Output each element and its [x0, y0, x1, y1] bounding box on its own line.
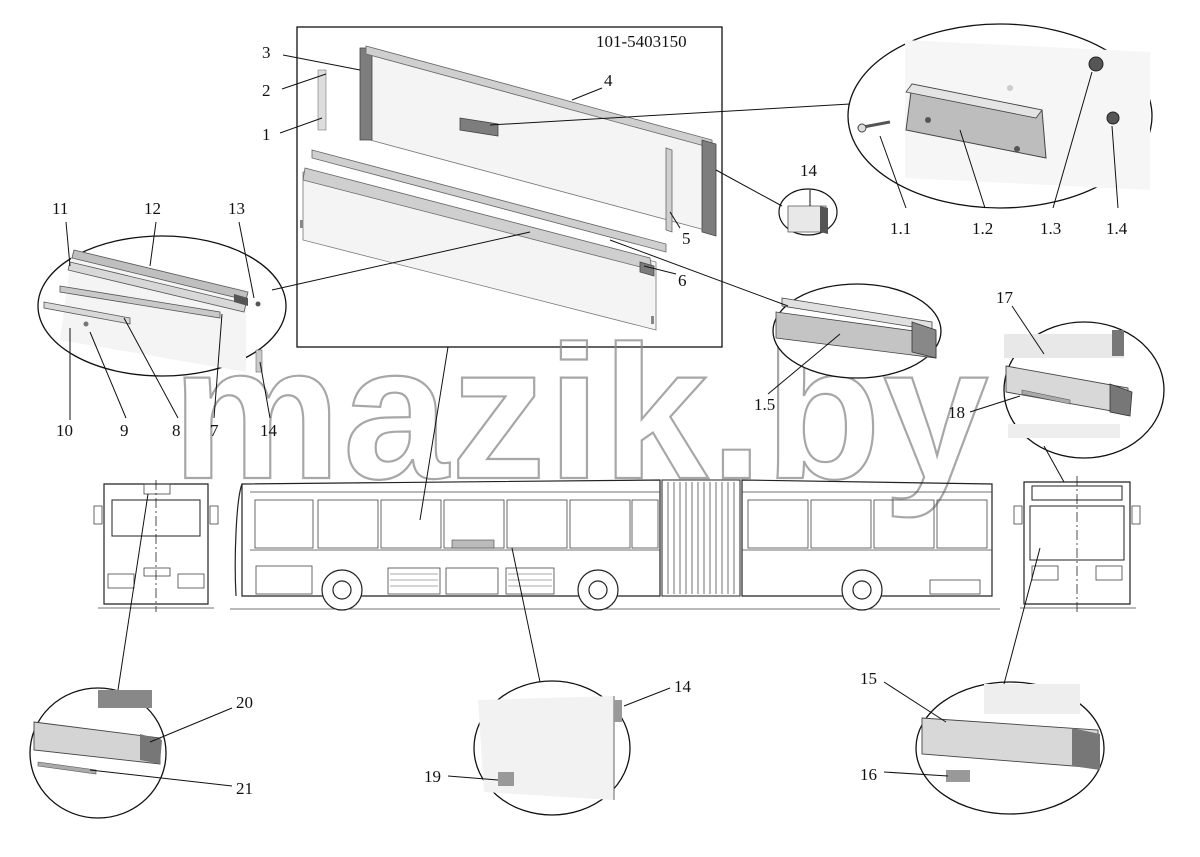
- callout-19: 19: [424, 767, 441, 786]
- callout-3: 3: [262, 43, 271, 62]
- callout-20: 20: [236, 693, 253, 712]
- callout-14-bottom: 14: [674, 677, 692, 696]
- callout-2: 2: [262, 81, 271, 100]
- profile-20-detail-circle: [29, 687, 167, 819]
- callout-15: 15: [860, 669, 877, 688]
- callout-8: 8: [172, 421, 181, 440]
- bus-front-view: [1013, 476, 1141, 612]
- bus-rear-view: [93, 480, 219, 612]
- glass-19-detail-circle: [473, 680, 631, 816]
- callout-21: 21: [236, 779, 253, 798]
- callout-1: 1: [262, 125, 271, 144]
- callout-labels: 1 2 3 4 5 6 11 12 13 10 9 8 7 14 14 1.1 …: [52, 43, 1128, 798]
- callout-16: 16: [860, 765, 877, 784]
- callout-18: 18: [948, 403, 965, 422]
- frame-profile-detail-circle: [37, 235, 287, 377]
- leader-lines: [65, 54, 1119, 787]
- callout-1-1: 1.1: [890, 219, 911, 238]
- callout-4: 4: [604, 71, 613, 90]
- callout-6: 6: [678, 271, 687, 290]
- callout-1-2: 1.2: [972, 219, 993, 238]
- callout-13: 13: [228, 199, 245, 218]
- callout-9: 9: [120, 421, 129, 440]
- callout-10: 10: [56, 421, 73, 440]
- profile-17-detail-circle: [1003, 321, 1165, 459]
- callout-1-5: 1.5: [754, 395, 775, 414]
- profile-15-detail-circle: [915, 681, 1105, 815]
- callout-11: 11: [52, 199, 68, 218]
- articulated-bus-side-view: [230, 479, 1000, 611]
- callout-14-seal: 14: [800, 161, 818, 180]
- handle-detail-circle: [847, 23, 1153, 209]
- callout-12: 12: [144, 199, 161, 218]
- window-assembly-detail: 101-5403150: [296, 26, 723, 348]
- callout-5: 5: [682, 229, 691, 248]
- seal-14-detail-circle: [778, 188, 838, 236]
- callout-1-3: 1.3: [1040, 219, 1061, 238]
- callout-1-4: 1.4: [1106, 219, 1128, 238]
- callout-17: 17: [996, 288, 1014, 307]
- profile-1-5-detail-circle: [772, 283, 942, 379]
- callout-7: 7: [210, 421, 219, 440]
- part-code: 101-5403150: [596, 32, 687, 51]
- callout-14-left: 14: [260, 421, 278, 440]
